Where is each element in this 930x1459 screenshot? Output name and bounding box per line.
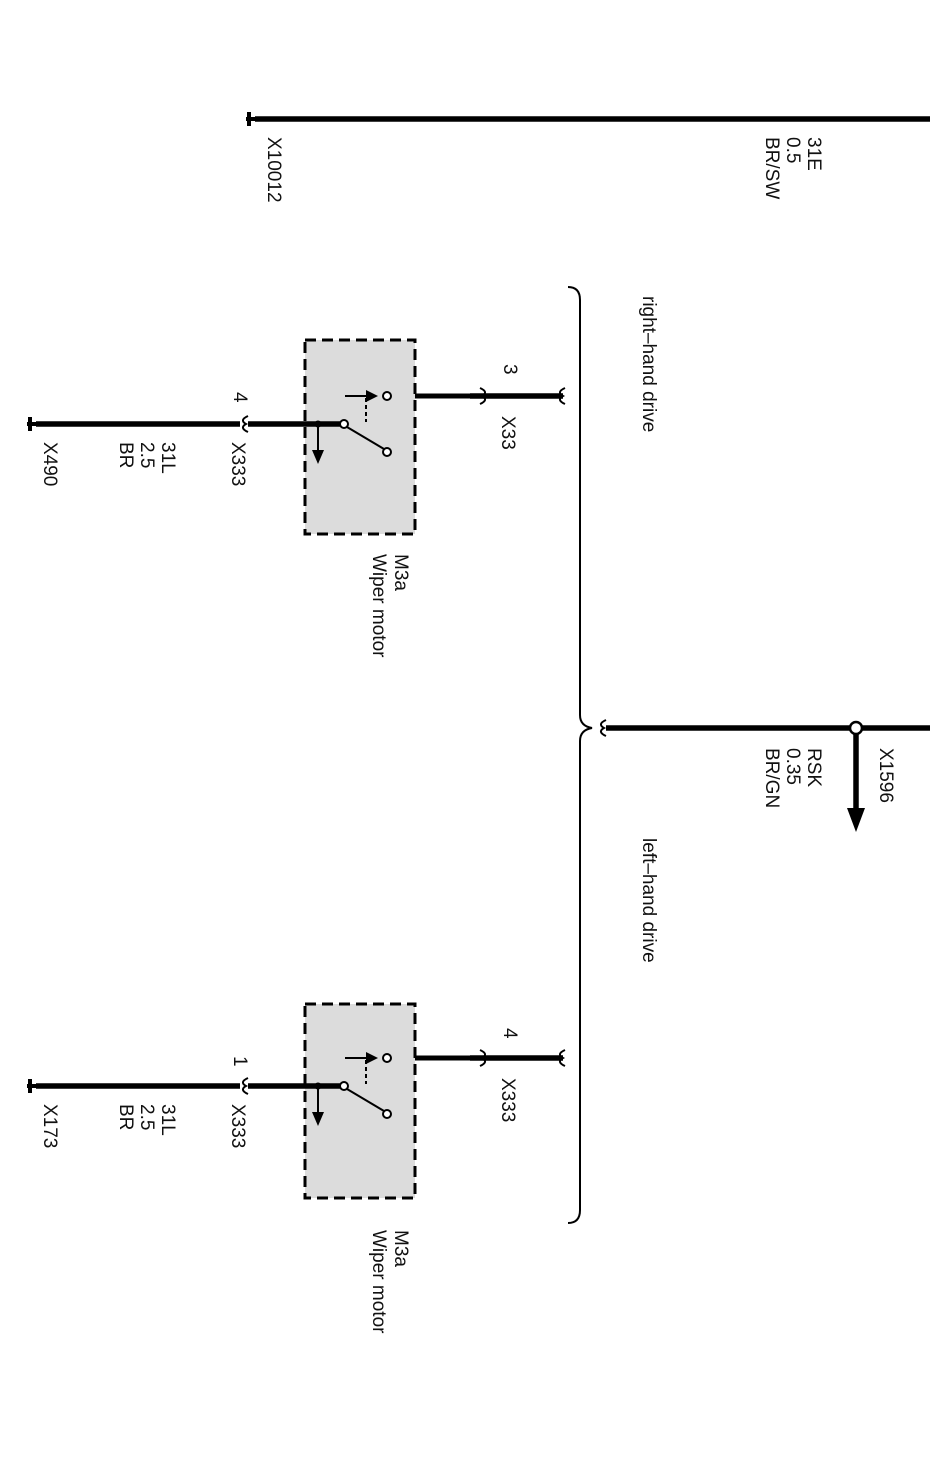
rh-switch-blade <box>346 426 385 450</box>
top-wire-group: X10012 31E 0.5 BR/SW <box>246 112 930 203</box>
splice-code-label: RSK <box>803 748 824 787</box>
lh-switch-contact-a <box>382 1053 392 1063</box>
lh-pin-in-label: 4 <box>499 1028 520 1039</box>
lh-switch-pivot <box>339 1081 349 1091</box>
splice-color-label: BR/GN <box>761 748 782 808</box>
rh-pin-in-symbol <box>479 387 486 405</box>
rh-switch-pivot <box>339 419 349 429</box>
lh-wire-size-label: 2.5 <box>136 1104 157 1130</box>
top-wire-connector-label: X10012 <box>263 137 284 203</box>
rh-ground-label: X490 <box>39 442 60 486</box>
rh-switch-contact-a <box>382 391 392 401</box>
lh-ground-terminal <box>27 1079 37 1093</box>
lh-actuator-arrow-icon <box>366 1052 378 1064</box>
splice-connector-symbol <box>600 719 607 737</box>
rh-pin-in-label: 3 <box>499 364 520 375</box>
rh-component-name: Wiper motor <box>368 554 389 658</box>
top-wire-size-label: 0.5 <box>782 137 803 163</box>
left-hand-label: left–hand drive <box>638 838 659 963</box>
lh-pin-out-symbol <box>242 1077 249 1095</box>
rh-wire-size-label: 2.5 <box>136 442 157 468</box>
rh-actuator-arrow-icon <box>366 390 378 402</box>
lh-conn-in-label: X333 <box>497 1078 518 1122</box>
rh-wire-code-label: 31L <box>157 442 178 474</box>
lh-pin-in-symbol <box>479 1049 486 1067</box>
splice-arrow-icon <box>847 808 865 832</box>
lh-component-id: M3a <box>390 1230 411 1267</box>
splice-wire-group: X1596 RSK 0.35 BR/GN <box>600 719 930 832</box>
rh-conn-out-label: X333 <box>227 442 248 486</box>
splice-size-label: 0.35 <box>782 748 803 785</box>
variant-brace <box>567 286 593 1224</box>
top-wire-color-label: BR/SW <box>761 137 782 199</box>
rh-motor-arrow-icon <box>312 450 324 464</box>
lh-switch-blade <box>346 1088 385 1112</box>
rh-conn-in-label: X33 <box>497 416 518 450</box>
rh-switch-contact-b <box>382 447 392 457</box>
lh-component-name: Wiper motor <box>368 1230 389 1334</box>
right-hand-label: right–hand drive <box>638 296 659 432</box>
rh-wiper-motor-box <box>303 338 417 536</box>
lh-pin-out-label: 1 <box>229 1056 250 1067</box>
lh-conn-out-label: X333 <box>227 1104 248 1148</box>
splice-connector-label: X1596 <box>875 748 896 803</box>
rh-wire-color-label: BR <box>115 442 136 468</box>
lh-wiper-motor-box <box>303 1002 417 1200</box>
lh-ground-label: X173 <box>39 1104 60 1148</box>
splice-node <box>848 720 864 736</box>
rh-pin-out-label: 4 <box>229 392 250 403</box>
rh-ground-terminal <box>27 417 37 431</box>
lh-wire-code-label: 31L <box>157 1104 178 1136</box>
rh-component-id: M3a <box>390 554 411 591</box>
left-hand-variant: left–hand drive 4 X333 M3a Wiper motor 1… <box>27 838 659 1334</box>
right-hand-variant: right–hand drive 3 X33 M3a Wiper motor 4… <box>27 296 659 658</box>
lh-wire-color-label: BR <box>115 1104 136 1130</box>
rh-pin-out-symbol <box>242 415 249 433</box>
lh-motor-arrow-icon <box>312 1112 324 1126</box>
lh-switch-contact-b <box>382 1109 392 1119</box>
top-wire-ground-terminal <box>246 112 256 126</box>
top-wire-code-label: 31E <box>803 137 824 171</box>
